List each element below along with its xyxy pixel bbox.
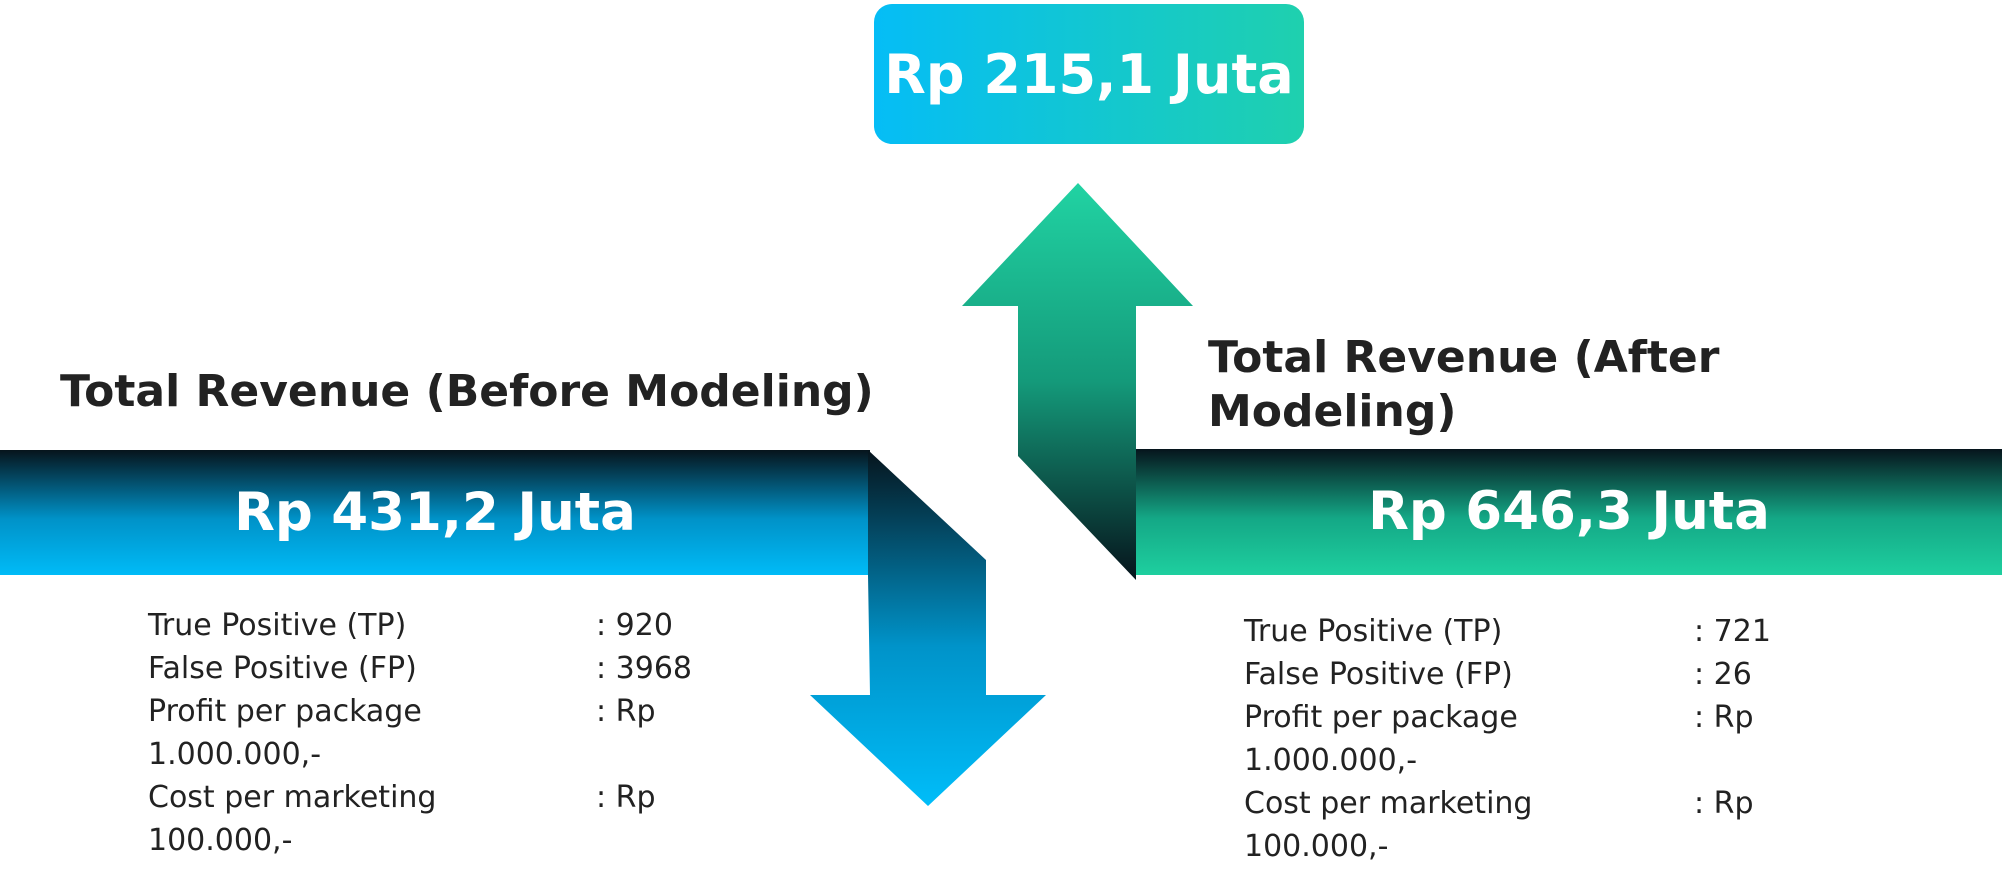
- stat-label: False Positive (FP): [148, 651, 417, 686]
- difference-box: [874, 4, 1304, 144]
- down-arrow: [810, 450, 1046, 806]
- stat-label: True Positive (TP): [1244, 614, 1503, 649]
- stat-label: True Positive (TP): [148, 608, 407, 643]
- stat-value: : Rp: [1694, 700, 1754, 735]
- stat-label: Cost per marketing 100.000,-: [148, 780, 437, 858]
- up-arrow: [962, 183, 1193, 580]
- stat-row: False Positive (FP) : 26: [1244, 653, 1824, 696]
- stat-value: : 920: [596, 608, 673, 643]
- stat-row: Profit per package 1.000.000,- : Rp: [1244, 696, 1824, 782]
- after-stats: True Positive (TP) : 721 False Positive …: [1244, 610, 1824, 868]
- before-stats: True Positive (TP) : 920 False Positive …: [148, 604, 728, 862]
- stat-label: False Positive (FP): [1244, 657, 1513, 692]
- stat-label: Cost per marketing 100.000,-: [1244, 786, 1533, 864]
- stat-row: Profit per package 1.000.000,- : Rp: [148, 690, 728, 776]
- stat-row: Cost per marketing 100.000,- : Rp: [148, 776, 728, 862]
- stat-value: : 26: [1694, 657, 1752, 692]
- before-revenue-value: Rp 431,2 Juta: [234, 482, 636, 543]
- before-band: [0, 450, 870, 575]
- difference-value: Rp 215,1 Juta: [884, 42, 1294, 106]
- before-title: Total Revenue (Before Modeling): [60, 366, 874, 417]
- stat-row: True Positive (TP) : 920: [148, 604, 728, 647]
- stat-label: Profit per package 1.000.000,-: [1244, 700, 1518, 778]
- stat-value: : Rp: [596, 780, 656, 815]
- stat-row: True Positive (TP) : 721: [1244, 610, 1824, 653]
- stat-value: : 3968: [596, 651, 692, 686]
- stat-value: : Rp: [1694, 786, 1754, 821]
- after-revenue-value: Rp 646,3 Juta: [1368, 481, 1770, 542]
- after-band: [1136, 449, 2002, 575]
- stat-row: Cost per marketing 100.000,- : Rp: [1244, 782, 1824, 868]
- stat-row: False Positive (FP) : 3968: [148, 647, 728, 690]
- after-title: Total Revenue (After Modeling): [1208, 332, 1720, 437]
- stat-value: : 721: [1694, 614, 1771, 649]
- stat-label: Profit per package 1.000.000,-: [148, 694, 422, 772]
- stat-value: : Rp: [596, 694, 656, 729]
